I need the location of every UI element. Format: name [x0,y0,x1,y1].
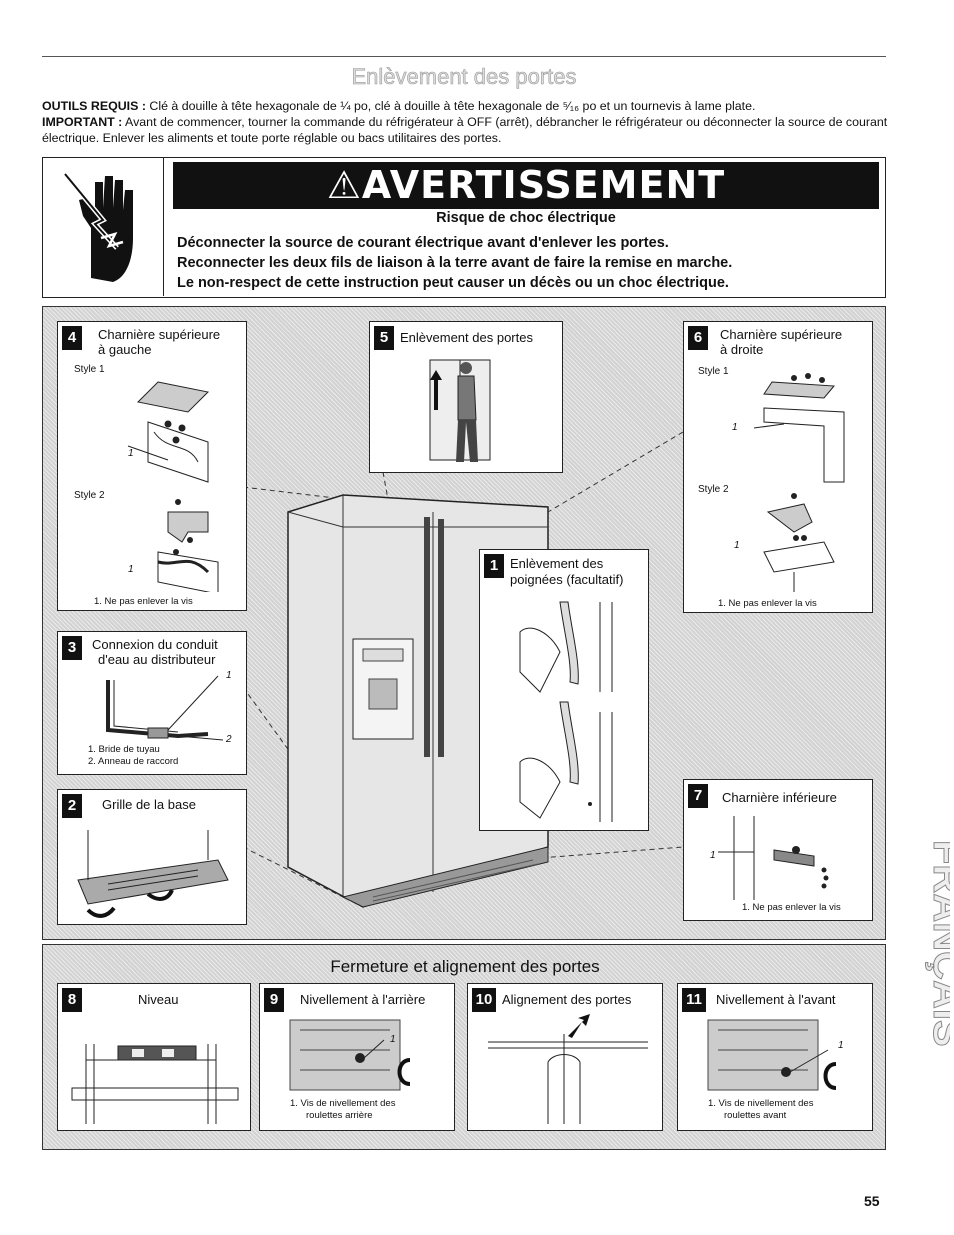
step-title: Charnière supérieure [98,327,221,342]
front-leveling-illustration [707,1019,837,1091]
step-number: 2 [62,794,82,818]
step-4-box: 4 Charnière supérieure à gauche Style 1 … [57,321,247,611]
callout-number: 1 [734,540,740,551]
intro-text: OUTILS REQUIS : Clé à douille à tête hex… [42,99,890,146]
step-7-box: 7 Charnière inférieure 1 1. Ne pas enlev… [683,779,873,921]
top-left-hinge-illustration [127,381,219,592]
step-number: 11 [682,988,706,1012]
callout-number: 1 [838,1040,844,1051]
tools-label: OUTILS REQUIS : [42,99,146,113]
side-language-tab: FRANÇAIS [925,840,951,1047]
step-note: 2. Anneau de raccord [88,756,179,767]
step-note: 1. Vis de nivellement des [708,1098,814,1109]
step-11-box: 11 Nivellement à l'avant 1 1. Vis de niv… [677,983,873,1131]
style-label: Style 2 [698,484,729,495]
page-title: Enlèvement des portes [351,64,577,90]
step-number: 5 [374,326,394,350]
step-number: 6 [688,326,708,350]
step-number: 1 [484,554,504,578]
section-title: Fermeture et alignement des portes [330,957,600,976]
step-title: Charnière inférieure [722,790,837,805]
step-note: roulettes arrière [306,1110,373,1121]
step-note: 1. Bride de tuyau [88,744,160,755]
callout-number: 1 [128,564,134,575]
step-note: roulettes avant [724,1110,787,1121]
step-title: à gauche [98,342,152,357]
step-5-box: 5 Enlèvement des portes [369,321,563,473]
step-title: Grille de la base [102,797,196,812]
warning-line: Déconnecter la source de courant électri… [177,235,669,251]
step-9-box: 9 Nivellement à l'arrière 1 1. Vis de ni… [259,983,455,1131]
step-number: 9 [264,988,284,1012]
warning-lines: Déconnecter la source de courant électri… [177,233,877,293]
water-line-illustration [106,675,224,741]
step-title: Enlèvement des [510,556,604,571]
shock-hand-icon [43,158,164,296]
step-8-box: 8 Niveau [57,983,251,1131]
callout-number: 1 [390,1034,396,1045]
important-text: Avant de commencer, tourner la commande … [42,114,888,145]
step-title: Charnière supérieure [720,327,843,342]
style-label: Style 2 [74,490,105,501]
callout-number: 1 [226,670,232,681]
warning-subheading: Risque de choc électrique [436,210,616,226]
handle-removal-illustration [519,601,613,822]
warning-box: ⚠AVERTISSEMENT Risque de choc électrique… [42,157,886,298]
step-title: Niveau [138,992,179,1007]
step-title: Enlèvement des portes [400,330,533,345]
callout-number: 1 [710,850,716,861]
side-tab-text: FRANÇAIS [925,840,950,1047]
callout-number: 2 [226,734,232,745]
step-title: Alignement des portes [502,992,632,1007]
step-title: Nivellement à l'arrière [300,992,426,1007]
top-right-hinge-illustration [753,373,845,592]
warning-heading: ⚠AVERTISSEMENT [173,162,879,209]
step-number: 8 [62,988,82,1012]
bottom-hinge-illustration [718,816,829,900]
closing-alignment-panel: Fermeture et alignement des portes 8 Niv… [42,944,886,1150]
important-label: IMPORTANT : [42,114,123,129]
step-title: Nivellement à l'avant [716,992,836,1007]
step-title: d'eau au distributeur [98,652,216,667]
door-removal-panel: 4 Charnière supérieure à gauche Style 1 … [42,306,886,940]
door-removal-illustration [429,359,491,462]
step-title: Connexion du conduit [92,637,218,652]
step-6-box: 6 Charnière supérieure à droite Style 1 … [683,321,873,613]
rear-leveling-illustration [289,1019,411,1091]
warning-line: Reconnecter les deux fils de liaison à l… [177,255,733,271]
step-number: 10 [472,988,496,1012]
step-number: 7 [688,784,708,808]
step-title: poignées (facultatif) [510,572,624,587]
level-illustration [71,1044,239,1124]
top-rule [42,56,886,57]
base-grille-illustration [77,830,229,918]
step-10-box: 10 Alignement des portes [467,983,663,1131]
callout-number: 1 [732,422,738,433]
step-3-box: 3 Connexion du conduit d'eau au distribu… [57,631,247,775]
step-title: à droite [720,342,764,357]
page-number: 55 [864,1193,880,1209]
door-alignment-illustration [488,1014,648,1124]
step-number: 4 [62,326,82,350]
callout-number: 1 [128,448,134,459]
tools-text: Clé à douille à tête hexagonale de ¼ po,… [145,99,756,113]
step-note: 1. Ne pas enlever la vis [718,598,817,609]
step-number: 3 [62,636,82,660]
step-1-box: 1 Enlèvement des poignées (facultatif) [479,549,649,831]
step-2-box: 2 Grille de la base [57,789,247,925]
warning-line: Le non-respect de cette instruction peut… [177,275,729,291]
step-note: 1. Vis de nivellement des [290,1098,396,1109]
style-label: Style 1 [74,364,105,375]
step-note: 1. Ne pas enlever la vis [742,902,841,913]
style-label: Style 1 [698,366,729,377]
step-note: 1. Ne pas enlever la vis [94,596,193,607]
